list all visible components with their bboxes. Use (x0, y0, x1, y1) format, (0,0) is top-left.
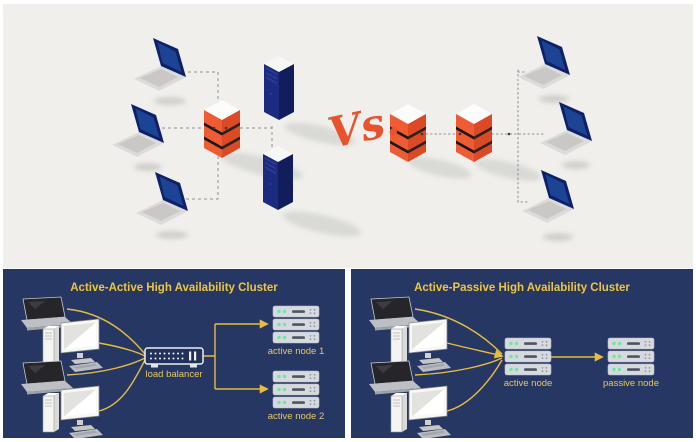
blue-server-tower-icon (263, 146, 293, 210)
client-connections (66, 308, 146, 412)
right-cluster-links (425, 69, 545, 203)
client-connections (414, 308, 504, 412)
red-server-tower-icon (204, 100, 240, 158)
desktop-icon (42, 385, 104, 438)
top-illustration: Vs. (3, 4, 693, 268)
active-node-label: active node (504, 378, 553, 389)
active-active-title: Active-Active High Availability Cluster (70, 282, 278, 294)
red-server-tower-icon (456, 104, 492, 162)
load-balancer-icon (144, 347, 204, 369)
active-active-panel: Active-Active High Availability Cluster … (3, 269, 345, 438)
server-stack-icon (608, 338, 654, 375)
desktop-icon (390, 385, 452, 438)
active-passive-title: Active-Passive High Availability Cluster (414, 282, 630, 294)
passive-node-label: passive node (603, 378, 659, 389)
active-passive-panel: Active-Passive High Availability Cluster… (351, 269, 693, 438)
server-stack-icon (505, 338, 551, 375)
link-junction-dots (212, 126, 511, 136)
load-balancer-label: load balancer (145, 369, 202, 380)
server-stack-icon (273, 306, 319, 343)
blue-server-tower-icon (264, 56, 294, 120)
server-stack-icon (273, 371, 319, 408)
active-node-2-label: active node 2 (268, 411, 325, 422)
load-balancer-branches (203, 319, 269, 394)
active-node-1-label: active node 1 (268, 346, 325, 357)
